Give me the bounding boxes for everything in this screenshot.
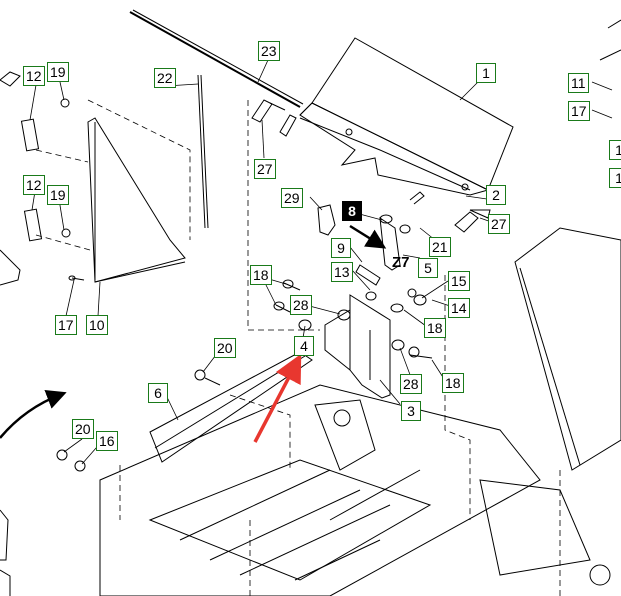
callout-5: 5 (418, 258, 438, 278)
hinge-bracket-part (251, 99, 297, 137)
callout-27-right: 27 (488, 214, 510, 234)
clip-part (317, 204, 336, 236)
callout-22: 22 (154, 68, 176, 88)
callout-19-bottom: 19 (47, 185, 69, 205)
base-frame-part (99, 384, 611, 596)
cover-plate-part (299, 37, 514, 196)
highlight-arrow (253, 353, 302, 443)
bolt-part (273, 279, 433, 359)
stud-part (355, 264, 427, 313)
bolt-20-part (56, 369, 221, 472)
callout-13: 13 (331, 262, 353, 282)
zone-label: Z7 (392, 254, 410, 271)
callout-18-bottom: 18 (442, 373, 464, 393)
callout-2: 2 (486, 185, 506, 205)
left-edge-fragment (0, 509, 11, 596)
callout-1: 1 (476, 63, 496, 83)
callout-20-top: 20 (214, 338, 236, 358)
callout-11: 11 (568, 73, 589, 93)
reference-lines (35, 99, 561, 596)
direction-arrow (0, 389, 67, 439)
callout-6: 6 (148, 383, 168, 403)
bracket-part (324, 294, 391, 399)
callout-28-right: 28 (400, 374, 422, 394)
rod-part (129, 9, 304, 108)
callout-27-left: 27 (254, 159, 276, 179)
callout-12-bottom: 12 (23, 175, 45, 195)
callout-3: 3 (401, 401, 421, 421)
callout-29: 29 (281, 188, 303, 208)
zone-arrow (349, 224, 387, 249)
small-pin-part (68, 275, 85, 281)
callout-20-bottom: 20 (72, 419, 94, 439)
callout-9: 9 (331, 238, 351, 258)
side-panel-part (87, 117, 186, 283)
callout-1-right-a: 1 (609, 140, 621, 160)
callout-12-top: 12 (23, 66, 45, 86)
callout-18-left: 18 (250, 265, 272, 285)
callout-18-mid: 18 (424, 318, 446, 338)
callout-17-left: 17 (55, 315, 77, 335)
bar-part (149, 351, 313, 463)
callout-23: 23 (258, 41, 280, 61)
callout-14: 14 (448, 298, 470, 318)
callout-4: 4 (294, 336, 314, 356)
callout-16: 16 (96, 431, 118, 451)
callout-28-left: 28 (290, 295, 312, 315)
callout-21: 21 (429, 237, 451, 257)
callout-1-right-b: 1 (609, 168, 621, 188)
leader-lines (29, 59, 613, 465)
hinge-bracket-right-part (454, 209, 491, 233)
right-panel-part (514, 19, 621, 471)
callout-15: 15 (448, 271, 470, 291)
vertical-rod-part (197, 74, 209, 229)
callout-19-top: 19 (47, 62, 69, 82)
pin-part (379, 191, 425, 271)
callout-10: 10 (86, 315, 108, 335)
callout-8: 8 (342, 201, 362, 221)
callout-17-right: 17 (568, 101, 590, 121)
left-small-parts (0, 71, 71, 286)
